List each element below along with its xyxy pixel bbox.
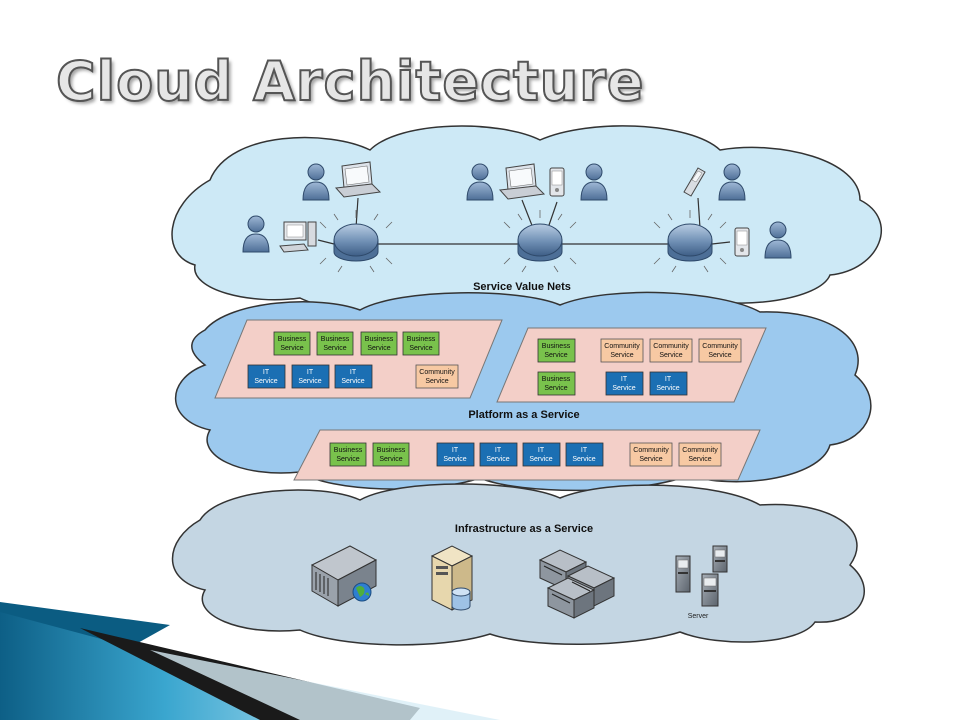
business-service-box: Business Service [402,331,440,356]
community-service-box: Community Service [415,364,459,389]
svg-text:Service: Service [612,385,635,392]
decorative-band [0,602,500,720]
community-service-box: Community Service [600,338,644,363]
svg-text:Service: Service [341,378,364,385]
svg-text:Service: Service [688,456,711,463]
svg-text:Service: Service [639,456,662,463]
business-service-box: Business Service [360,331,398,356]
business-service-box: Business Service [273,331,311,356]
svg-text:IT: IT [263,369,270,376]
business-service-box: Business Service [329,442,367,467]
svg-text:Service: Service [529,456,552,463]
svg-text:Business: Business [365,336,394,343]
svg-text:IT: IT [452,447,459,454]
svg-text:Service: Service [708,352,731,359]
pda-icon [549,167,565,197]
it-service-box: IT Service [247,364,286,389]
svg-text:Service: Service [443,456,466,463]
community-service-box: Community Service [649,338,693,363]
server-icon [675,545,728,607]
svg-text:Service: Service [409,345,432,352]
svg-text:Service: Service [367,345,390,352]
it-service-box: IT Service [436,442,475,467]
svg-text:Service: Service [254,378,277,385]
svg-text:Service: Service [298,378,321,385]
svg-text:IT: IT [538,447,545,454]
svg-text:Business: Business [377,447,406,454]
svg-text:Business: Business [542,376,571,383]
svg-text:Service: Service [572,456,595,463]
slide-title: Cloud Architecture [55,49,645,114]
svg-text:Business: Business [334,447,363,454]
paas-label: Platform as a Service [468,409,579,421]
svg-text:Service: Service [280,345,303,352]
svg-text:IT: IT [581,447,588,454]
svg-text:Service: Service [486,456,509,463]
community-service-box: Community Service [678,442,722,467]
server-caption: Server [688,613,709,620]
it-service-box: IT Service [649,371,688,396]
svg-text:Service: Service [379,456,402,463]
server-cluster-icon [538,549,616,619]
it-service-box: IT Service [565,442,604,467]
it-service-box: IT Service [291,364,330,389]
svg-text:IT: IT [621,376,628,383]
svg-text:Community: Community [682,447,718,454]
svg-text:IT: IT [495,447,502,454]
svg-text:Community: Community [633,447,669,454]
community-service-box: Community Service [629,442,673,467]
business-service-box: Business Service [537,338,576,363]
svg-text:Business: Business [278,336,307,343]
svg-text:Service: Service [544,352,567,359]
svg-text:Service: Service [659,352,682,359]
web-server-icon [310,545,378,607]
it-service-box: IT Service [522,442,561,467]
network-links [317,197,731,245]
svg-text:Community: Community [653,343,689,350]
svg-text:Service: Service [610,352,633,359]
it-service-box: IT Service [605,371,644,396]
database-server-icon [430,545,474,611]
svg-text:Service: Service [323,345,346,352]
business-service-box: Business Service [372,442,410,467]
svg-text:Service: Service [336,456,359,463]
iaas-cloud [171,483,866,646]
svg-text:Business: Business [407,336,436,343]
svg-text:IT: IT [350,369,357,376]
it-service-box: IT Service [334,364,373,389]
pda-icon [734,227,750,257]
svn-label: Service Value Nets [473,281,571,293]
svg-text:Business: Business [321,336,350,343]
svg-text:Service: Service [544,385,567,392]
svg-text:Community: Community [702,343,738,350]
it-service-box: IT Service [479,442,518,467]
business-service-box: Business Service [537,371,576,396]
community-service-box: Community Service [698,338,742,363]
svg-text:IT: IT [665,376,672,383]
iaas-label: Infrastructure as a Service [455,523,593,535]
svg-text:Community: Community [419,369,455,376]
svg-text:IT: IT [307,369,314,376]
svg-text:Service: Service [656,385,679,392]
svg-text:Business: Business [542,343,571,350]
svg-text:Community: Community [604,343,640,350]
business-service-box: Business Service [316,331,354,356]
svg-text:Service: Service [425,378,448,385]
